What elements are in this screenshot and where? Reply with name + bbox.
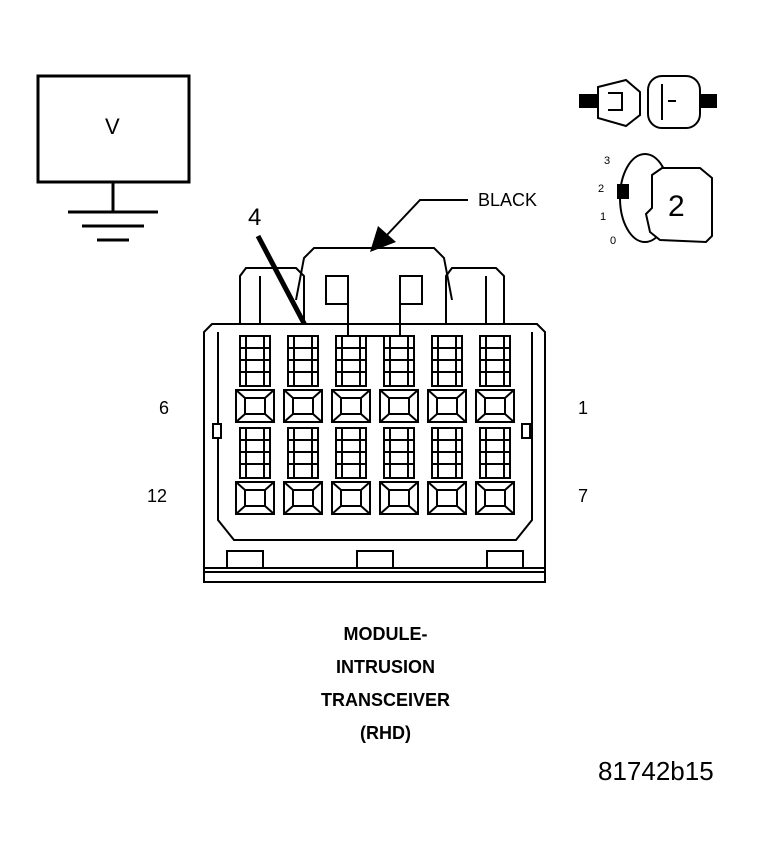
figure-id: 81742b15 — [598, 756, 714, 786]
title-line-2: INTRUSION — [336, 657, 435, 677]
pin-label-bottom-right: 7 — [578, 486, 589, 506]
color-leader-arrow — [370, 199, 468, 252]
voltmeter-symbol: V — [105, 114, 120, 139]
terminal-cavity — [283, 427, 323, 515]
title-line-3: TRANSCEIVER — [320, 690, 450, 710]
title-line-4: (RHD) — [360, 723, 411, 743]
selector-selected-value: 2 — [668, 190, 685, 223]
selector-switch-icon — [617, 153, 713, 244]
pin-label-top-left: 6 — [159, 398, 170, 418]
terminal-cavities — [235, 335, 515, 515]
pin-label-top-right: 1 — [578, 398, 589, 418]
terminal-cavity — [427, 335, 467, 423]
selector-position-2: 2 — [598, 183, 605, 195]
terminal-cavity — [331, 335, 371, 423]
terminal-cavity — [235, 335, 275, 423]
terminal-cavity — [331, 427, 371, 515]
title-line-1: MODULE- — [343, 624, 428, 644]
selector-position-1: 1 — [600, 211, 607, 223]
selector-position-3: 3 — [604, 155, 611, 167]
connector-body — [203, 247, 546, 583]
wire-color-label: BLACK — [478, 190, 538, 210]
callout-pin-number: 4 — [248, 204, 262, 231]
voltmeter — [36, 74, 191, 212]
terminal-cavity — [283, 335, 323, 423]
terminal-cavity — [475, 427, 515, 515]
terminal-probe-icon — [579, 75, 717, 129]
pin-label-bottom-left: 12 — [147, 486, 168, 506]
terminal-cavity — [235, 427, 275, 515]
terminal-cavity — [427, 427, 467, 515]
ground-icon — [68, 210, 158, 242]
terminal-cavity — [379, 335, 419, 423]
terminal-cavity — [475, 335, 515, 423]
selector-position-0: 0 — [610, 235, 617, 247]
terminal-cavity — [379, 427, 419, 515]
